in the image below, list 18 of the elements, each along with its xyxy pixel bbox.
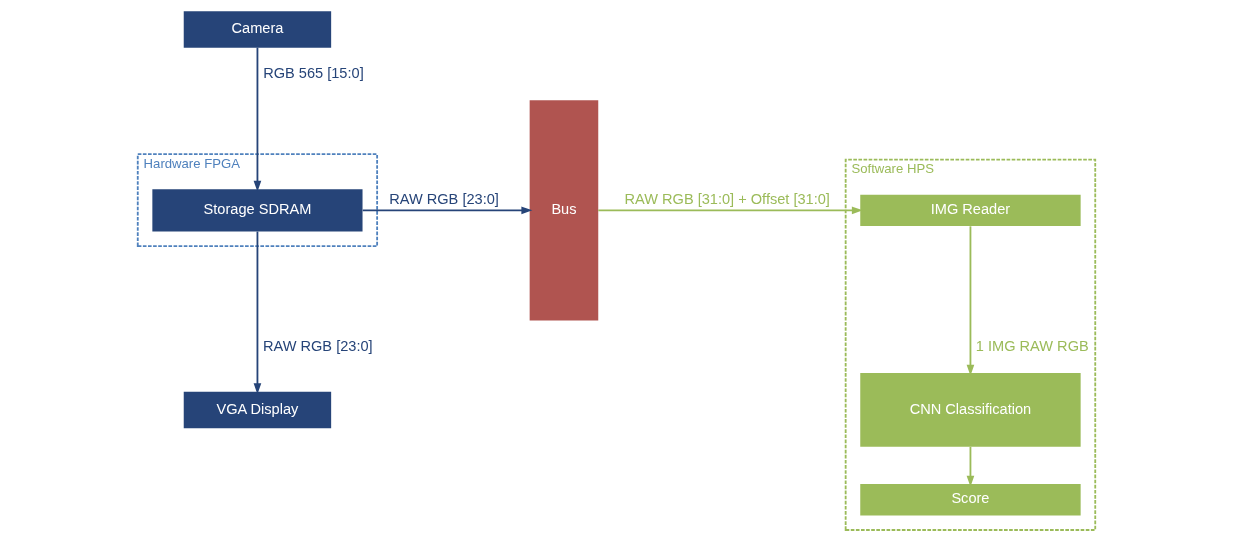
arrow: [597, 206, 863, 215]
arrow: [966, 445, 975, 487]
node-box: CNN Classification: [860, 373, 1081, 447]
edge-label: 1 IMG RAW RGB: [975, 337, 1089, 354]
arrow: [253, 230, 262, 395]
edge-label: RAW RGB [23:0]: [389, 190, 499, 207]
node-box: Camera: [183, 11, 332, 48]
node-box: VGA Display: [183, 391, 332, 429]
node-box: Bus: [529, 100, 599, 321]
edge-label: RAW RGB [31:0] + Offset [31:0]: [624, 190, 830, 207]
node-box: IMG Reader: [860, 194, 1081, 227]
edge-label: RAW RGB [23:0]: [262, 337, 373, 354]
edge-label: RGB 565 [15:0]: [263, 64, 364, 81]
arrow: [361, 206, 533, 215]
node-box: Score: [860, 484, 1081, 516]
arrow: [253, 46, 262, 192]
arrow: [966, 225, 975, 376]
node-box: Storage SDRAM: [152, 189, 363, 232]
